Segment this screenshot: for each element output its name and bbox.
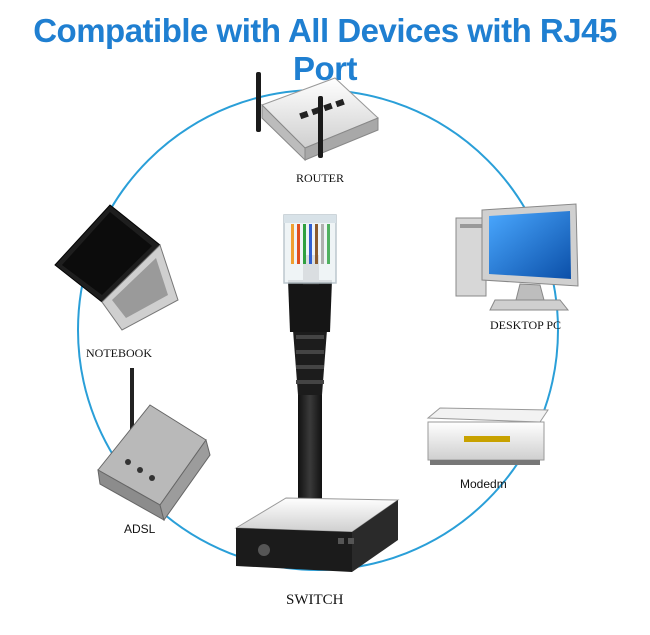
- router-icon: [256, 72, 379, 162]
- modem-icon: [426, 407, 549, 465]
- rj45-cable-icon: [283, 214, 337, 500]
- desktop-pc-label: DESKTOP PC: [490, 318, 562, 332]
- desktop-pc-icon: [455, 203, 579, 311]
- switch-label: SWITCH: [286, 592, 344, 608]
- page-title: Compatible with All Devices with RJ45 Po…: [33, 12, 617, 87]
- notebook-label: NOTEBOOK: [86, 346, 152, 360]
- adsl-icon: [97, 368, 211, 522]
- router-label: ROUTER: [296, 171, 344, 185]
- switch-icon: [234, 497, 400, 572]
- modem-label: Modedm: [460, 477, 507, 491]
- adsl-label: ADSL: [124, 522, 156, 536]
- notebook-icon: [54, 204, 179, 331]
